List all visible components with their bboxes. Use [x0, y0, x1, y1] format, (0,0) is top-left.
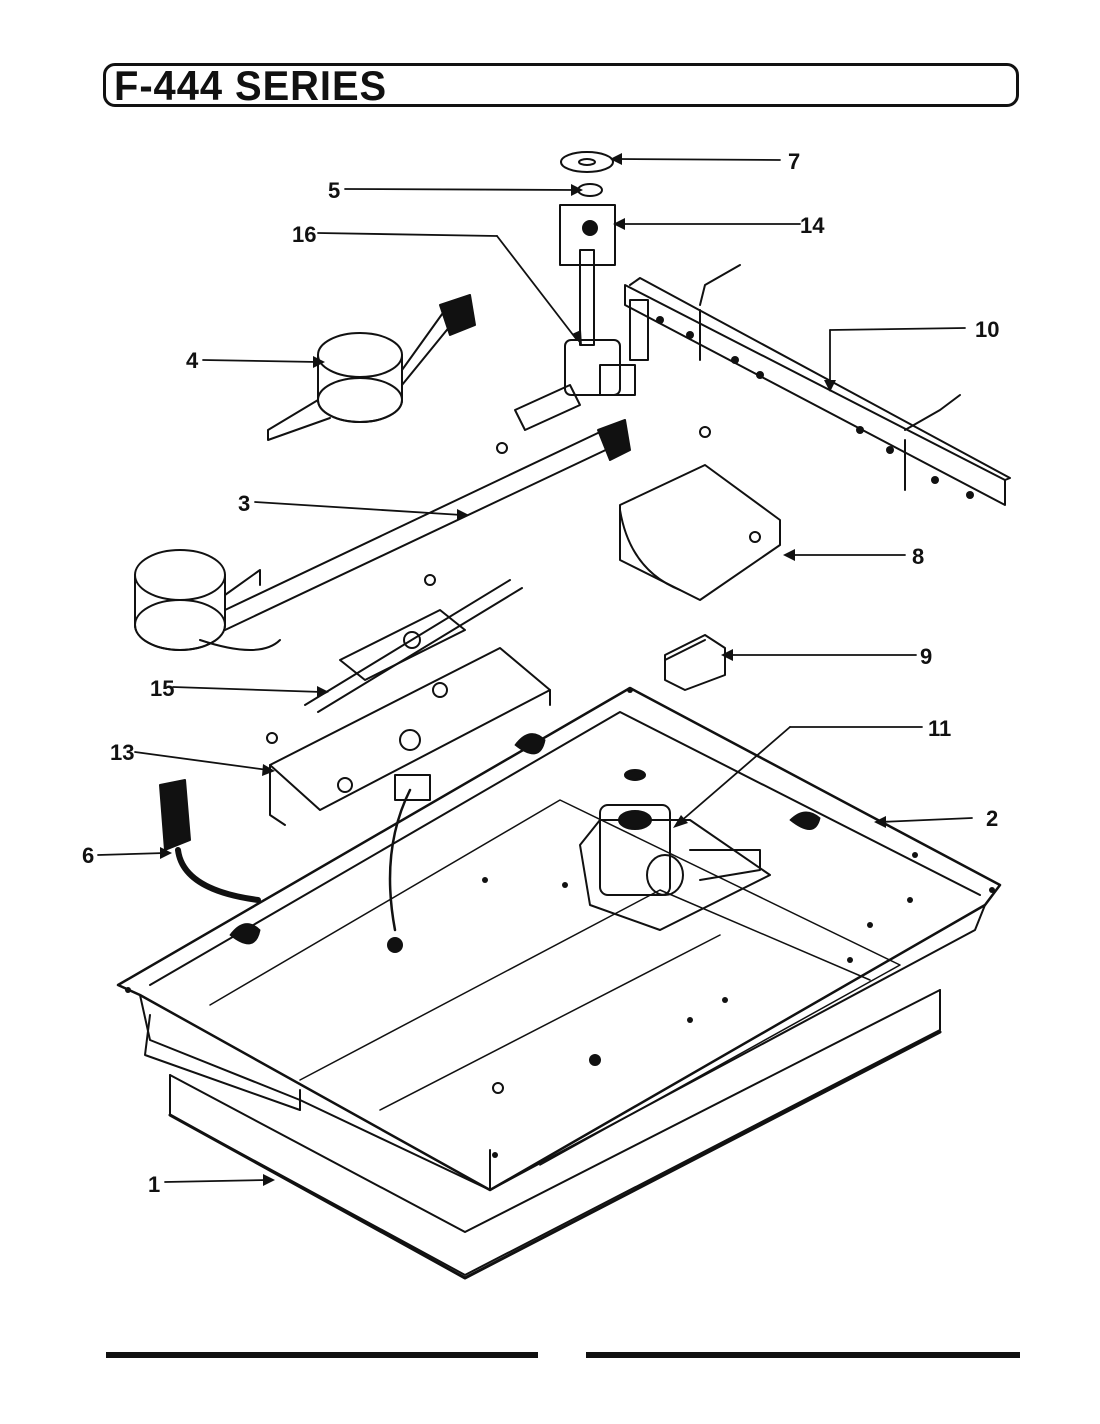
manifold [624, 264, 1011, 506]
callout-7: 7 [788, 149, 800, 174]
base-plate [168, 989, 942, 1280]
screws [266, 531, 761, 1094]
callout-13: 13 [110, 740, 134, 765]
burner-box [116, 686, 1002, 1192]
callout-1: 1 [148, 1172, 160, 1197]
leader-lines [97, 158, 973, 1183]
footer-rule-left [106, 1352, 538, 1358]
callout-3: 3 [238, 491, 250, 516]
callout-8: 8 [912, 544, 924, 569]
footer-rule-right [586, 1352, 1020, 1358]
heat-shield-bracket [269, 647, 551, 826]
junction-box-cover [619, 426, 781, 601]
ground-wire [388, 788, 412, 932]
page-title: F-444 SERIES [114, 62, 388, 109]
callout-16: 16 [292, 222, 316, 247]
callout-4: 4 [186, 348, 199, 373]
front-burner [134, 419, 631, 651]
ignition-module [664, 634, 726, 691]
rear-burner [267, 294, 476, 441]
valve-bracket [559, 204, 616, 266]
power-cord [159, 779, 261, 903]
callout-14: 14 [800, 213, 825, 238]
callout-6: 6 [82, 843, 94, 868]
callout-9: 9 [920, 644, 932, 669]
callout-2: 2 [986, 806, 998, 831]
callout-5: 5 [328, 178, 340, 203]
callout-15: 15 [150, 676, 174, 701]
title-box: F-444 SERIES [103, 62, 1019, 109]
callout-10: 10 [975, 317, 999, 342]
callout-11: 11 [928, 716, 951, 741]
gas-valve [579, 804, 771, 931]
bezel-plate [560, 151, 614, 173]
wire-clip [394, 774, 431, 801]
control-valve [496, 249, 649, 454]
arrowheads [160, 153, 886, 1186]
burner-bracket [304, 579, 523, 713]
